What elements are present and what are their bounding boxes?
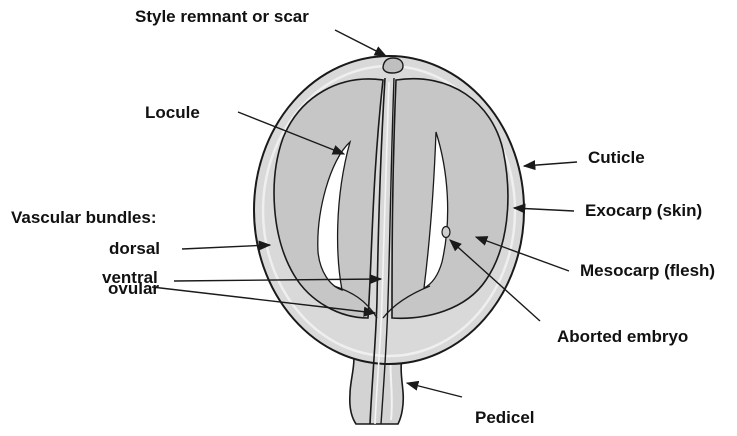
label-dorsal: dorsal (109, 240, 160, 257)
label-mesocarp: Mesocarp (flesh) (580, 262, 715, 279)
label-pedicel: Pedicel (475, 409, 535, 426)
label-locule: Locule (145, 104, 200, 121)
leader-style (335, 30, 386, 56)
leader-cuticle (524, 162, 577, 166)
leader-dorsal (182, 245, 270, 249)
label-exocarp: Exocarp (skin) (585, 202, 702, 219)
label-aborted-embryo: Aborted embryo (557, 328, 688, 345)
leader-pedicel (407, 383, 462, 397)
label-vascular-bundles: Vascular bundles: (11, 209, 157, 226)
style-remnant (383, 58, 403, 73)
aborted-embryo (442, 227, 450, 238)
label-ovular: ovular (108, 280, 159, 297)
label-cuticle: Cuticle (588, 149, 645, 166)
label-style-remnant: Style remnant or scar (135, 8, 309, 25)
